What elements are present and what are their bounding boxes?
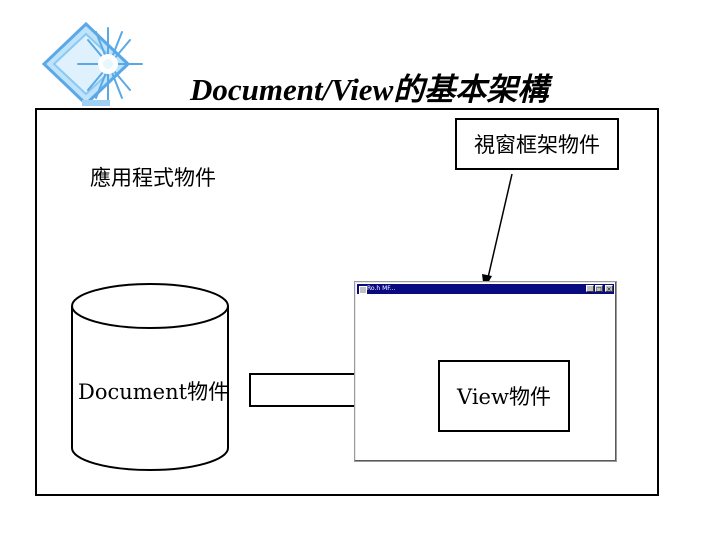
view-object-box: View物件 xyxy=(438,360,570,432)
sparkle-logo-icon xyxy=(38,18,148,108)
maximize-button[interactable]: □ xyxy=(595,285,603,292)
frame-window-object-box: 視窗框架物件 xyxy=(455,118,619,170)
page-title: Document/View的基本架構 xyxy=(190,66,630,114)
document-object-label: Document物件 xyxy=(78,376,229,406)
app-object-label: 應用程式物件 xyxy=(90,162,216,192)
close-button[interactable]: × xyxy=(605,285,613,292)
system-menu-icon[interactable] xyxy=(359,286,367,294)
minimize-button[interactable]: _ xyxy=(586,285,594,292)
window-titlebar: Ro.h MF... _ □ × xyxy=(357,284,614,294)
frame-window-object-label: 視窗框架物件 xyxy=(474,129,600,159)
view-object-label: View物件 xyxy=(457,381,551,411)
window-title: Ro.h MF... xyxy=(367,285,395,292)
connector-arrow xyxy=(470,170,530,295)
